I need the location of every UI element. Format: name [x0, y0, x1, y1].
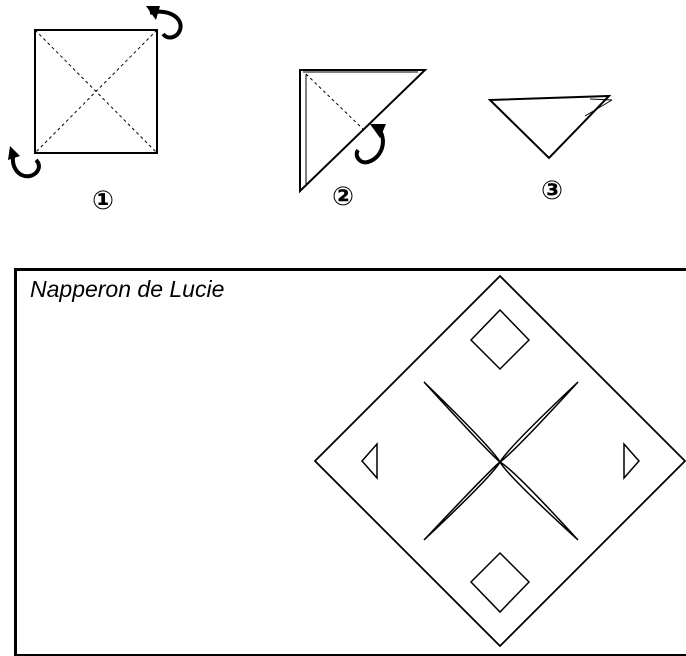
fold-back-arrow-icon: [146, 6, 181, 37]
paper-edge: [585, 100, 612, 116]
paper-edge: [590, 99, 612, 100]
step-2-figure: [300, 70, 425, 191]
step-1-figure: [8, 6, 181, 176]
step-number-1: ①: [86, 184, 120, 218]
fold-back-arrow-icon: [357, 124, 386, 162]
step-number-3: ③: [535, 174, 569, 208]
pattern-frame: [14, 268, 686, 656]
folded-small-triangle: [490, 96, 609, 158]
step-3-figure: [490, 96, 612, 158]
fold-line-dotted: [306, 74, 365, 131]
step-number-2: ②: [326, 180, 360, 214]
pattern-title: Napperon de Lucie: [30, 276, 224, 303]
folding-steps-diagram: [0, 0, 686, 260]
folded-triangle: [300, 70, 425, 191]
